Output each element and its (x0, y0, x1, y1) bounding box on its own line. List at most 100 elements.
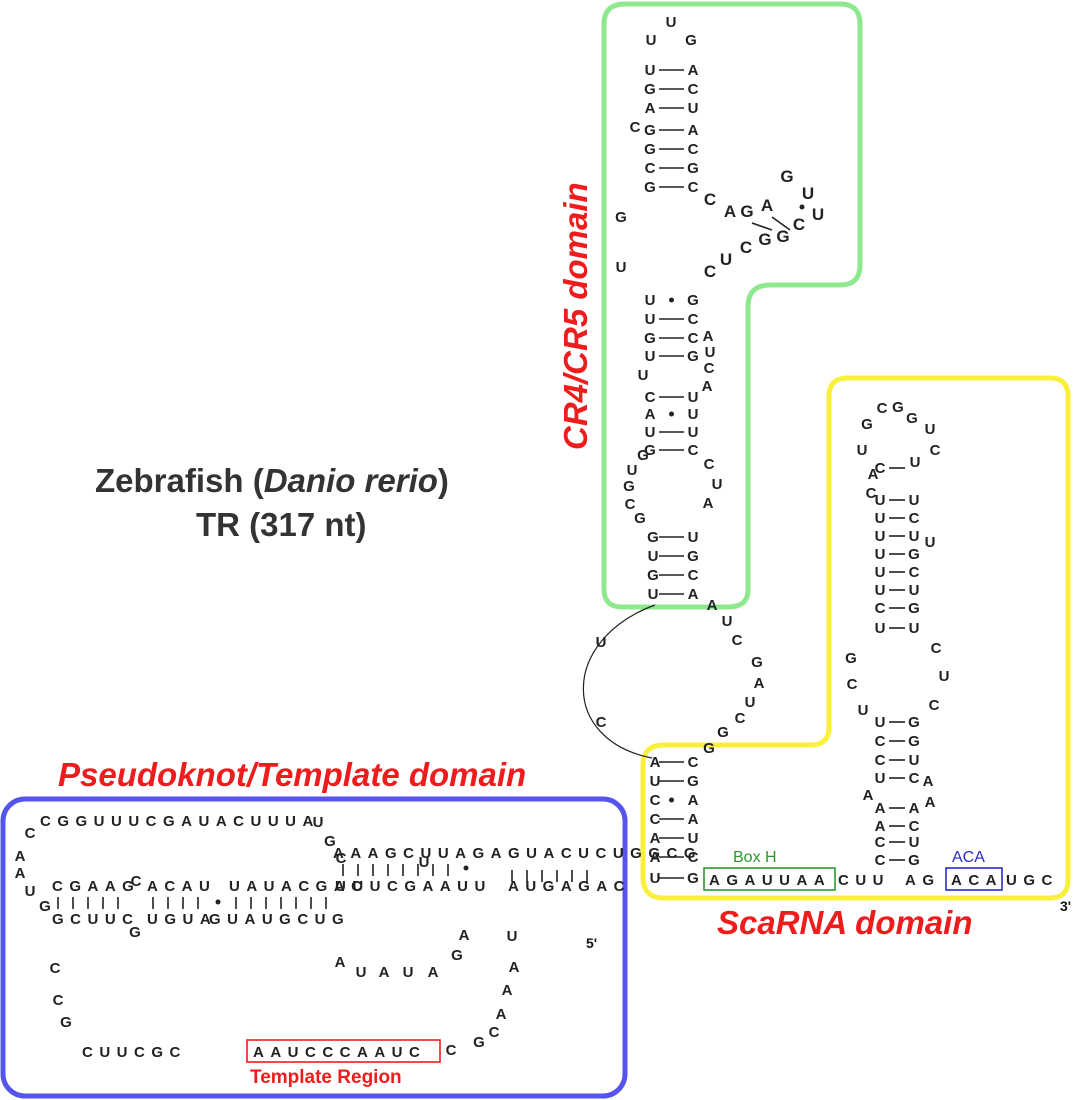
nucleotide: A (688, 586, 699, 603)
nucleotide: C (704, 360, 715, 377)
nucleotide: A (645, 100, 656, 117)
nucleotide: C (909, 818, 920, 835)
nucleotide: G (644, 141, 656, 158)
box-h-label: Box H (733, 849, 777, 866)
nucleotide: A (909, 800, 920, 817)
nucleotide: G (908, 852, 920, 869)
nucleotide: C (909, 770, 920, 787)
figure-title-line2: TR (317 nt) (196, 506, 367, 543)
box-h-sequence: AGAUUAA (709, 872, 831, 889)
cr4cr5-domain-boundary (601, 1, 863, 610)
nucleotide: G (776, 227, 789, 246)
scarna-domain-boundary (640, 375, 1071, 901)
figure-title-line1: Zebrafish (Danio rerio) (95, 462, 449, 499)
pk-low-c-strand: GUAUGCUG (209, 911, 350, 928)
nucleotide: C (732, 632, 743, 649)
nucleotide: G (906, 410, 918, 427)
nucleotide: U (648, 548, 659, 565)
nucleotide: U (356, 964, 367, 981)
nucleotide: C (704, 262, 716, 281)
aca-label: ACA (952, 849, 985, 866)
nucleotide: C (650, 792, 661, 809)
nucleotide: U (645, 424, 656, 441)
nucleotide: A (688, 62, 699, 79)
nucleotide: A (702, 378, 713, 395)
nucleotide: U (666, 14, 677, 31)
nucleotide: C (877, 400, 888, 417)
nucleotide: G (845, 650, 857, 667)
nucleotide: U (909, 620, 920, 637)
base-pair-bond (751, 222, 773, 231)
nucleotide: C (25, 825, 36, 842)
nucleotide: U (688, 529, 699, 546)
nucleotide: G (687, 548, 699, 565)
nucleotide: U (875, 492, 886, 509)
nucleotide: C (131, 873, 142, 890)
nucleotide: A (650, 849, 661, 866)
nucleotide: U (875, 528, 886, 545)
junction-strand-2: AG (905, 872, 941, 889)
nucleotide: A (754, 675, 765, 692)
nucleotide: C (688, 141, 699, 158)
nucleotide: U (419, 854, 430, 871)
nucleotide: U (910, 454, 921, 471)
nucleotide: U (650, 870, 661, 887)
nucleotide: U (875, 770, 886, 787)
nucleotide: G (644, 442, 656, 459)
nucleotide: C (875, 852, 886, 869)
nucleotide: A (688, 811, 699, 828)
nucleotide: U (875, 582, 886, 599)
nucleotide: C (688, 81, 699, 98)
nucleotide: G (892, 399, 904, 416)
nucleotide: U (688, 389, 699, 406)
cr4cr5-domain-label: CR4/CR5 domain (557, 182, 594, 450)
nucleotide: U (925, 421, 936, 438)
nucleotide: C (875, 733, 886, 750)
nucleotide: U (650, 773, 661, 790)
nucleotide: C (704, 456, 715, 473)
gu-pair-dot (669, 297, 674, 303)
nucleotide: U (507, 928, 518, 945)
nucleotide: C (630, 119, 641, 136)
nucleotide: C (866, 485, 877, 502)
nucleotide: G (861, 416, 873, 433)
nucleotide: A (15, 865, 26, 882)
nucleotide: U (645, 292, 656, 309)
nucleotide: U (802, 184, 814, 203)
nucleotide: G (703, 740, 715, 757)
five-prime-end-label: 5' (586, 935, 597, 951)
gu-pair-dot (669, 797, 674, 803)
nucleotide: A (707, 597, 718, 614)
template-region-label: Template Region (250, 1067, 402, 1088)
nucleotide: U (688, 830, 699, 847)
nucleotide: U (648, 586, 659, 603)
nucleotide: A (761, 196, 773, 215)
nucleotide: C (875, 600, 886, 617)
nucleotide: C (930, 442, 941, 459)
nucleotide: U (875, 546, 886, 563)
nucleotide: A (428, 964, 439, 981)
nucleotide: A (15, 848, 26, 865)
nucleotide: A (703, 495, 714, 512)
pseudoknot-domain-boundary (0, 796, 628, 1099)
pk-top-strand: CGGUUUCGAUACUUUA (40, 813, 320, 830)
nucleotide: G (687, 348, 699, 365)
scarna-domain-label: ScaRNA domain (717, 904, 973, 941)
nucleotide: G (717, 724, 729, 741)
nucleotide: U (720, 250, 732, 269)
nucleotide: G (39, 898, 51, 915)
pk-mid-b-strand: ACAU (147, 878, 216, 895)
nucleotide: G (687, 160, 699, 177)
nucleotide: C (650, 811, 661, 828)
nucleotide: G (324, 833, 336, 850)
nucleotide: C (735, 710, 746, 727)
nucleotide: U (688, 406, 699, 423)
nucleotide: A (502, 982, 513, 999)
nucleotide: G (644, 330, 656, 347)
nucleotide: G (908, 733, 920, 750)
three-prime-end-label: 3' (1060, 898, 1071, 914)
connector-loop-line (582, 604, 656, 759)
nucleotide: A (379, 964, 390, 981)
nucleotide: G (60, 1014, 72, 1031)
